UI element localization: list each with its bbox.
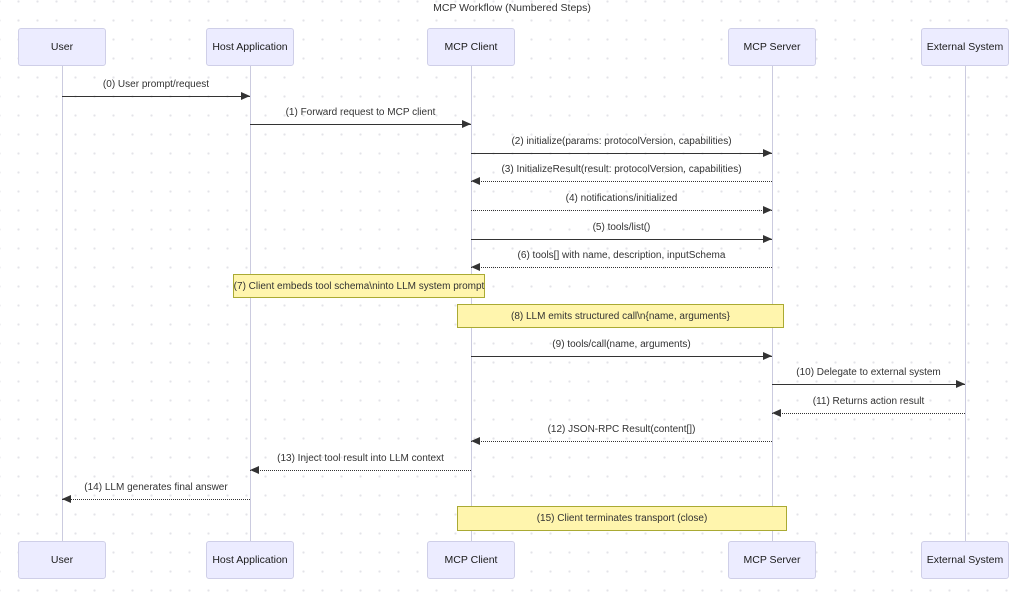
message-line-0 — [62, 96, 250, 97]
message-label-6: (6) tools[] with name, description, inpu… — [517, 250, 726, 261]
message-label-1: (1) Forward request to MCP client — [285, 107, 436, 118]
message-label-11: (13) Inject tool result into LLM context — [277, 453, 444, 464]
actor-client-bottom: MCP Client — [427, 541, 515, 579]
diagram-title: MCP Workflow (Numbered Steps) — [433, 2, 591, 14]
message-line-8 — [772, 384, 965, 385]
message-label-3: (3) InitializeResult(result: protocolVer… — [501, 164, 742, 175]
message-line-5 — [471, 239, 772, 240]
note-1: (8) LLM emits structured call\n{name, ar… — [457, 304, 784, 328]
lifeline-host — [250, 66, 251, 541]
message-line-10 — [471, 441, 772, 442]
actor-external-top: External System — [921, 28, 1009, 66]
message-arrowhead-4 — [763, 206, 772, 214]
message-line-12 — [62, 499, 250, 500]
lifeline-user — [62, 66, 63, 541]
message-line-1 — [250, 124, 471, 125]
message-line-3 — [471, 181, 772, 182]
note-0: (7) Client embeds tool schema\ninto LLM … — [233, 274, 485, 298]
actor-client-top: MCP Client — [427, 28, 515, 66]
message-arrowhead-1 — [462, 120, 471, 128]
actor-external-bottom: External System — [921, 541, 1009, 579]
message-arrowhead-0 — [241, 92, 250, 100]
message-arrowhead-11 — [250, 466, 259, 474]
message-arrowhead-6 — [471, 263, 480, 271]
actor-server-bottom: MCP Server — [728, 541, 816, 579]
message-arrowhead-8 — [956, 380, 965, 388]
message-label-8: (10) Delegate to external system — [796, 367, 941, 378]
actor-user-bottom: User — [18, 541, 106, 579]
message-arrowhead-5 — [763, 235, 772, 243]
note-2: (15) Client terminates transport (close) — [457, 506, 787, 531]
message-arrowhead-2 — [763, 149, 772, 157]
lifeline-client — [471, 66, 472, 541]
message-line-4 — [471, 210, 772, 211]
message-line-6 — [471, 267, 772, 268]
lifeline-server — [772, 66, 773, 541]
actor-host-top: Host Application — [206, 28, 294, 66]
message-line-11 — [250, 470, 471, 471]
actor-user-top: User — [18, 28, 106, 66]
message-line-9 — [772, 413, 965, 414]
message-label-12: (14) LLM generates final answer — [84, 482, 228, 493]
message-arrowhead-3 — [471, 177, 480, 185]
lifeline-external — [965, 66, 966, 541]
message-arrowhead-12 — [62, 495, 71, 503]
message-line-7 — [471, 356, 772, 357]
message-arrowhead-10 — [471, 437, 480, 445]
message-label-4: (4) notifications/initialized — [565, 193, 678, 204]
message-label-0: (0) User prompt/request — [102, 79, 210, 90]
actor-host-bottom: Host Application — [206, 541, 294, 579]
message-arrowhead-7 — [763, 352, 772, 360]
message-label-7: (9) tools/call(name, arguments) — [552, 339, 691, 350]
actor-server-top: MCP Server — [728, 28, 816, 66]
message-arrowhead-9 — [772, 409, 781, 417]
message-label-5: (5) tools/list() — [592, 222, 651, 233]
message-label-9: (11) Returns action result — [812, 396, 925, 407]
message-label-10: (12) JSON-RPC Result(content[]) — [547, 424, 696, 435]
message-line-2 — [471, 153, 772, 154]
message-label-2: (2) initialize(params: protocolVersion, … — [511, 136, 732, 147]
